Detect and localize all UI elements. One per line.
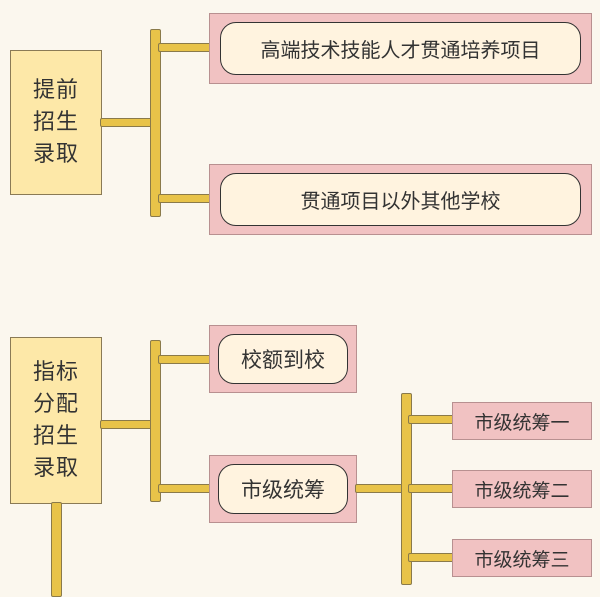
connector-line [158,484,213,493]
connector-line [158,355,213,364]
connector-line [158,43,213,52]
connector-stem [51,502,62,597]
sub-option-box: 市级统筹三 [452,539,592,577]
connector-trunk [150,29,161,217]
option-box: 高端技术技能人才贯通培养项目 [209,13,592,84]
connector-line [158,194,213,203]
option-box: 校额到校 [209,325,357,393]
category-quota-admission: 指标 分配 招生 录取 [10,337,102,504]
option-label: 校额到校 [218,334,348,384]
connector-trunk [150,340,161,502]
option-label: 贯通项目以外其他学校 [220,173,581,226]
connector-line [408,553,454,562]
category-early-admission: 提前 招生 录取 [10,50,102,195]
option-box: 贯通项目以外其他学校 [209,164,592,235]
connector-line [408,415,454,424]
connector-line [100,118,156,127]
connector-line [100,420,156,429]
option-label: 高端技术技能人才贯通培养项目 [220,22,581,75]
connector-line [408,484,454,493]
category-label: 指标 分配 招生 录取 [32,359,79,481]
option-box: 市级统筹 [209,455,357,523]
connector-line [355,484,407,493]
sub-option-box: 市级统筹一 [452,402,592,440]
category-label: 提前 招生 录取 [32,77,79,167]
option-label: 市级统筹 [218,464,348,514]
sub-option-box: 市级统筹二 [452,470,592,508]
